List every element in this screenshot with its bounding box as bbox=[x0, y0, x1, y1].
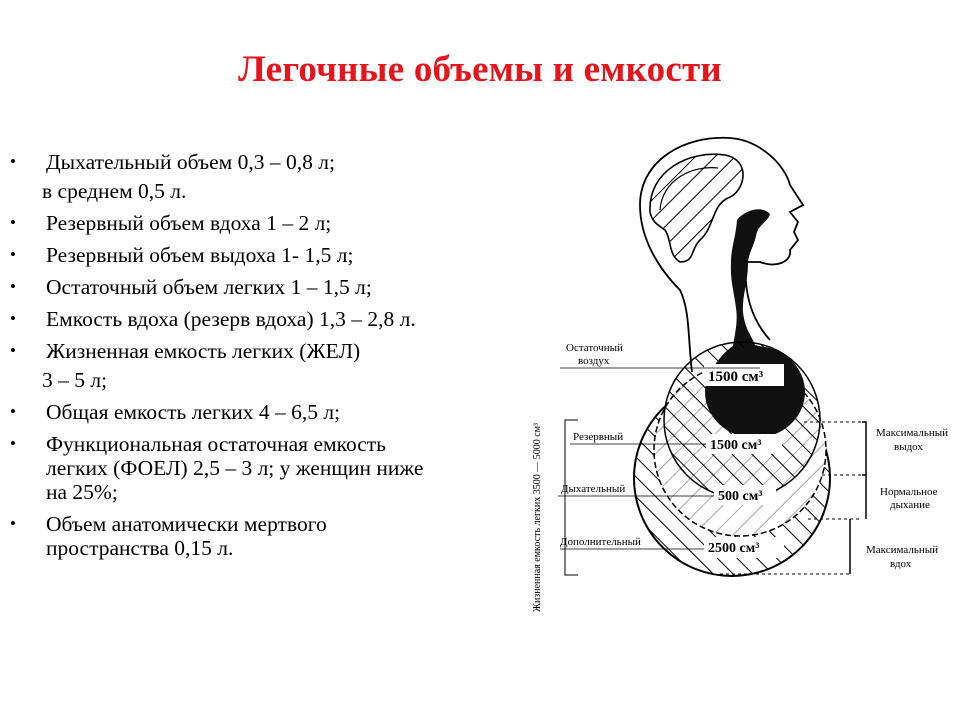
bullet-inspiratory-capacity: Емкость вдоха (резерв вдоха) 1,3 – 2,8 л… bbox=[0, 307, 560, 331]
brain-icon bbox=[649, 153, 744, 263]
bullet-dead-space-line2: пространства 0,15 л. bbox=[46, 536, 234, 560]
label-normal-breathing-2: дыхание bbox=[890, 499, 930, 511]
bullet-tidal-volume: Дыхательный объем 0,3 – 0,8 л; bbox=[0, 150, 560, 174]
head-outline bbox=[639, 136, 805, 373]
bullet-frc-line3: на 25%; bbox=[46, 480, 118, 504]
bullet-vital-capacity: Жизненная емкость легких (ЖЕЛ) bbox=[0, 339, 560, 363]
bullet-total-capacity: Общая емкость легких 4 – 6,5 л; bbox=[0, 400, 560, 424]
label-max-exhale: Максимальный bbox=[876, 427, 948, 439]
label-max-inhale-2: вдох bbox=[890, 558, 912, 570]
label-residual-air-2: воздух bbox=[578, 355, 610, 367]
vital-capacity-vertical-label: Жизненная емкость легких 3500 — 5000 см³ bbox=[532, 423, 543, 612]
volume-label-reserve: 1500 см³ bbox=[710, 438, 761, 453]
label-normal-breathing: Нормальное bbox=[880, 486, 938, 498]
bullet-frc-line2: легких (ФОЕЛ) 2,5 – 3 л; у женщин ниже bbox=[46, 456, 424, 480]
label-tidal: Дыхательный bbox=[561, 483, 625, 495]
bullet-dead-space: Объем анатомически мертвого bbox=[0, 512, 560, 536]
bullet-inspiratory-reserve: Резервный объем вдоха 1 – 2 л; bbox=[0, 211, 560, 235]
bullet-residual-volume: Остаточный объем легких 1 – 1,5 л; bbox=[0, 275, 560, 299]
bullet-frc: Функциональная остаточная емкость bbox=[0, 432, 560, 456]
volume-label-complementary: 2500 см³ bbox=[708, 541, 759, 556]
label-residual-air: Остаточный bbox=[566, 342, 623, 354]
label-max-exhale-2: выдох bbox=[894, 441, 923, 453]
residual-volume-region bbox=[705, 346, 805, 438]
lung-volume-diagram: 1500 см³ 1500 см³ 500 см³ 2500 см³ Жизне… bbox=[532, 136, 948, 612]
slide-title: Легочные объемы и емкости bbox=[238, 49, 722, 90]
label-complementary: Дополнительный bbox=[560, 536, 641, 548]
bullet-vital-capacity-value: 3 – 5 л; bbox=[42, 368, 108, 392]
label-reserve: Резервный bbox=[573, 431, 623, 443]
bullet-tidal-volume-average: в среднем 0,5 л. bbox=[42, 179, 187, 203]
volume-label-tidal: 500 см³ bbox=[718, 489, 762, 504]
bullet-expiratory-reserve: Резервный объем выдоха 1- 1,5 л; bbox=[0, 243, 560, 267]
bullet-list: Дыхательный объем 0,3 – 0,8 л; в среднем… bbox=[0, 150, 560, 560]
volume-label-residual: 1500 см³ bbox=[708, 369, 764, 385]
label-max-inhale: Максимальный bbox=[866, 544, 938, 556]
